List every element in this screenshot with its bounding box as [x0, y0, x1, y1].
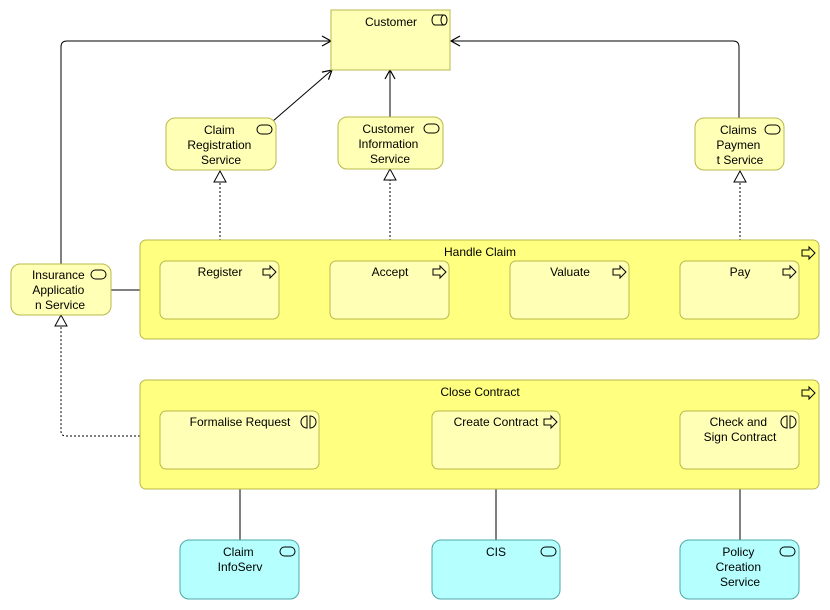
- service-label-line: Paymen: [716, 138, 760, 152]
- step-pay[interactable]: Pay: [679, 260, 800, 320]
- step-label: Register: [198, 265, 243, 279]
- service-label-line: Applicatio: [32, 283, 84, 297]
- service-label-line: Service: [370, 152, 410, 166]
- process-arrow-icon: [262, 264, 277, 280]
- service-icon: [779, 546, 796, 557]
- process-arrow-icon: [801, 385, 816, 401]
- process-arrow-icon: [432, 264, 447, 280]
- app-service-label-line: Creation: [716, 560, 761, 574]
- service-label-line: Information: [358, 137, 418, 151]
- service-icon: [90, 269, 107, 280]
- app-service-label-line: CIS: [486, 545, 506, 559]
- step-label: Pay: [730, 265, 751, 279]
- service-icon: [540, 546, 557, 557]
- link-claim-registration-to-customer: [272, 69, 333, 122]
- step-valuate[interactable]: Valuate: [509, 260, 630, 320]
- interaction-icon: [780, 415, 797, 429]
- role-icon: [431, 14, 448, 26]
- service-icon: [256, 124, 273, 135]
- service-label-line: Claims: [720, 123, 757, 137]
- svg-text:Insurance Applicatio: Insurance Applicatio n Service: [32, 268, 88, 312]
- service-icon: [279, 546, 296, 557]
- step-label: Valuate: [550, 265, 590, 279]
- svg-text:Claim InfoServ: Claim InfoServ: [218, 545, 263, 574]
- app-service-label-line: Service: [720, 575, 760, 589]
- realize-close-contract-to-insurance: [54, 313, 140, 437]
- process-arrow-icon: [782, 264, 797, 280]
- process-arrow-icon: [612, 264, 627, 280]
- svg-text:Check and Sign Contract: Check and Sign Contract: [704, 415, 777, 444]
- step-register[interactable]: Register: [159, 260, 280, 320]
- app-service-label-line: InfoServ: [218, 560, 263, 574]
- process-handle-claim[interactable]: Handle Claim: [139, 239, 820, 340]
- step-label: Accept: [372, 265, 409, 279]
- service-icon: [764, 124, 781, 135]
- svg-text:Customer Information: Customer Information Service: [358, 122, 421, 166]
- link-claims-payment-to-customer: [449, 35, 740, 118]
- step-check-sign-contract[interactable]: Check and Sign Contract: [679, 410, 800, 470]
- service-claims-payment[interactable]: Claims Paymen t Service: [694, 117, 785, 171]
- process-title: Close Contract: [440, 385, 520, 399]
- step-label-line: Check and: [710, 415, 767, 429]
- svg-text:Claim Registration: Claim Registration Service: [187, 123, 254, 167]
- service-label-line: Service: [201, 153, 241, 167]
- step-label: Create Contract: [454, 415, 539, 429]
- service-label-line: Registration: [187, 138, 251, 152]
- service-label-line: n Service: [35, 298, 85, 312]
- app-service-cis[interactable]: CIS: [431, 539, 561, 600]
- service-label-line: Claim: [204, 123, 235, 137]
- app-service-claim-infoserv[interactable]: Claim InfoServ: [179, 539, 300, 600]
- process-arrow-icon: [543, 414, 558, 430]
- link-insurance-to-customer: [60, 35, 333, 264]
- svg-text:CIS: CIS: [486, 545, 506, 559]
- svg-text:Policy Creation Se: Policy Creation Service: [716, 545, 765, 589]
- process-arrow-icon: [801, 245, 816, 261]
- service-label-line: t Service: [717, 153, 764, 167]
- service-label-line: Insurance: [32, 268, 85, 282]
- customer-node[interactable]: Customer: [330, 9, 451, 71]
- step-accept[interactable]: Accept: [329, 260, 450, 320]
- step-label: Formalise Request: [190, 415, 291, 429]
- service-customer-information[interactable]: Customer Information Service: [337, 116, 444, 170]
- app-service-label-line: Policy: [722, 545, 754, 559]
- service-insurance-application[interactable]: Insurance Applicatio n Service: [10, 263, 112, 316]
- step-label-line: Sign Contract: [704, 430, 777, 444]
- service-icon: [423, 123, 440, 134]
- svg-text:Claims Paymen t Se: Claims Paymen t Service: [716, 123, 763, 167]
- process-title: Handle Claim: [444, 245, 516, 259]
- app-service-label-line: Claim: [223, 545, 254, 559]
- customer-label: Customer: [365, 15, 417, 29]
- app-service-policy-creation[interactable]: Policy Creation Service: [679, 539, 800, 600]
- service-label-line: Customer: [362, 122, 414, 136]
- service-claim-registration[interactable]: Claim Registration Service: [165, 117, 277, 171]
- step-formalise-request[interactable]: Formalise Request: [159, 410, 320, 470]
- step-create-contract[interactable]: Create Contract: [431, 410, 561, 470]
- interaction-icon: [300, 415, 317, 429]
